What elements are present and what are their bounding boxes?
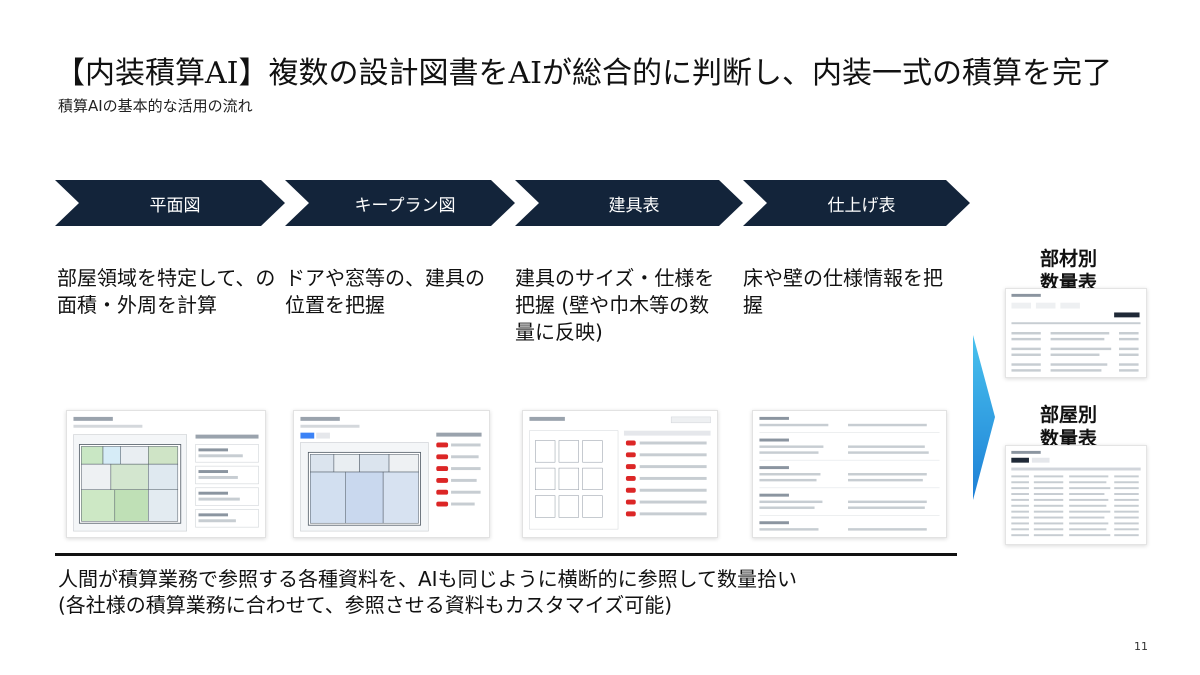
step-chevron-floor-plan: 平面図 [55,180,285,226]
material-quantity-ui-image [1011,293,1141,372]
page-title: 【内装積算AI】複数の設計図書をAIが総合的に判断し、内装一式の積算を完了 [55,56,1113,91]
key-plan-screenshot [293,410,490,538]
page-subtitle: 積算AIの基本的な活用の流れ [58,97,253,115]
step-description-key-plan: ドアや窓等の、建具の位置を把握 [285,266,485,317]
fittings-table-ui-image [529,416,711,530]
room-quantity-ui-image [1011,450,1141,537]
page-number: 11 [1134,640,1148,653]
step-chevron-finish-table: 仕上げ表 [743,180,970,226]
step-label: 建具表 [608,195,660,216]
summary-line-2: (各社様の積算業務に合わせて、参照させる資料もカスタマイズ可能) [58,593,673,617]
summary-text: 人間が積算業務で参照する各種資料を、AIも同じように横断的に参照して数量拾い (… [58,566,797,618]
divider-line [55,553,957,556]
step-chevron-key-plan: キープラン図 [285,180,515,226]
step-chevron-fittings-table: 建具表 [515,180,743,226]
step-label: 平面図 [149,195,201,216]
step-label: 仕上げ表 [827,195,896,216]
output-label-by-room: 部屋別 数量表 [1040,404,1098,450]
room-quantity-table-screenshot [1005,445,1147,545]
floor-plan-ui-image [73,416,259,532]
output-arrow-icon [973,335,995,500]
summary-line-1: 人間が積算業務で参照する各種資料を、AIも同じように横断的に参照して数量拾い [58,567,797,591]
key-plan-ui-image [300,416,482,532]
fittings-table-screenshot [522,410,718,538]
floor-plan-screenshot [66,410,266,538]
material-quantity-table-screenshot [1005,288,1147,378]
step-description-fittings-table: 建具のサイズ・仕様を把握 (壁や巾木等の数量に反映) [515,266,715,344]
step-label: キープラン図 [354,195,456,216]
step-description-floor-plan: 部屋領域を特定して、の面積・外周を計算 [57,266,276,317]
finish-table-screenshot [752,410,947,538]
finish-table-ui-image [759,416,940,531]
step-description-finish-table: 床や壁の仕様情報を把握 [743,266,943,317]
